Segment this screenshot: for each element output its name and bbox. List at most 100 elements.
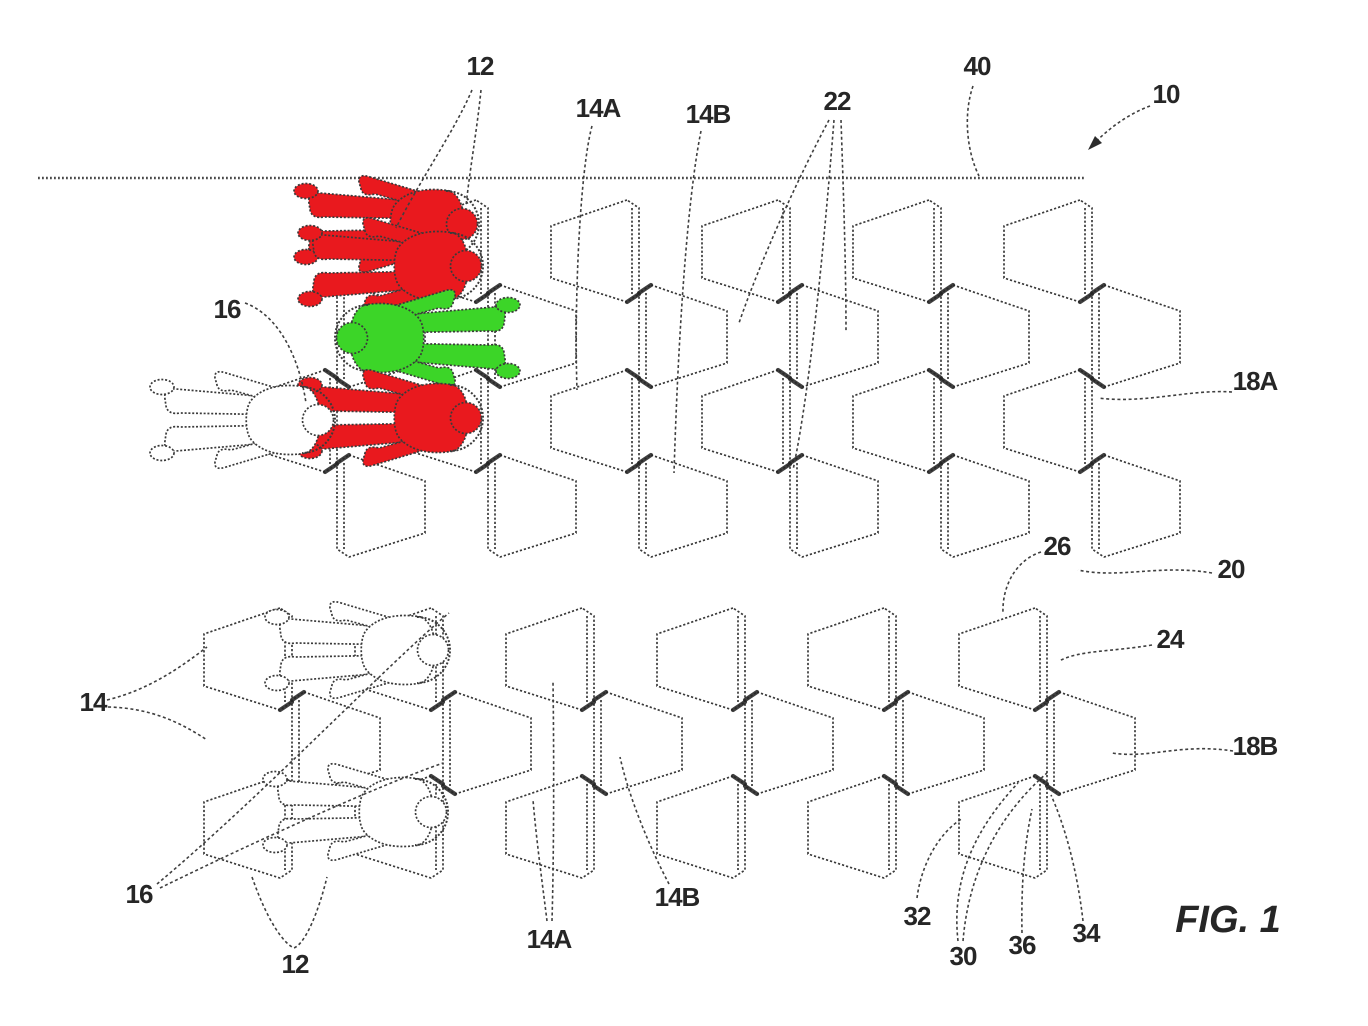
ref-label-18A: 18A — [1233, 366, 1279, 396]
ref-label-22-top: 22 — [824, 86, 851, 116]
seat-pod-hexagon — [487, 454, 577, 558]
pod-junction-mark — [334, 452, 352, 466]
seat-pod-hexagon — [701, 199, 791, 303]
ref-label-20: 20 — [1218, 554, 1245, 584]
pod-junction-mark — [893, 783, 911, 797]
leader-line-14B-top — [673, 130, 702, 474]
leader-line-34 — [1050, 794, 1084, 922]
ref-label-16-bottom: 16 — [126, 879, 153, 909]
passenger-seat-shell — [449, 384, 484, 452]
pod-junction-mark — [624, 291, 642, 305]
leader-line-12-top — [465, 89, 482, 207]
passenger-head — [449, 249, 483, 283]
pod-junction-mark — [1032, 699, 1050, 713]
passenger-seat-shell — [449, 232, 484, 300]
pod-junction-mark — [730, 773, 748, 787]
pod-junction-mark — [926, 367, 944, 381]
seat-pod-hexagon — [505, 607, 595, 711]
pod-junction-mark — [334, 376, 352, 390]
ref-label-10: 10 — [1153, 79, 1180, 109]
pod-junction-mark — [322, 461, 340, 475]
leader-line-26 — [1002, 551, 1042, 614]
pod-junction-mark — [787, 452, 805, 466]
leader-line-14A-top — [575, 125, 593, 391]
pod-junction-mark — [485, 282, 503, 296]
pod-junction-mark — [277, 699, 295, 713]
passenger-figure-green — [334, 288, 521, 388]
seat-column — [550, 199, 728, 558]
seat-column — [807, 607, 985, 879]
seat-pod-hexagon — [1003, 369, 1093, 473]
ref-label-14A-bottom: 14A — [527, 924, 573, 954]
leader-line-12-bottom — [251, 876, 328, 949]
seat-column — [852, 199, 1030, 558]
ref-label-12-top: 12 — [467, 51, 494, 81]
ref-label-40: 40 — [964, 51, 991, 81]
leader-line-22-top — [792, 119, 835, 471]
seat-pod-hexagon — [852, 369, 942, 473]
pod-junction-mark — [742, 689, 760, 703]
leader-line-32 — [916, 817, 964, 899]
seat-column — [656, 607, 834, 879]
ref-label-18B: 18B — [1233, 731, 1278, 761]
pod-junction-mark — [289, 689, 307, 703]
seat-pod-hexagon — [442, 691, 532, 795]
seat-pod-hexagon — [550, 369, 640, 473]
leader-line-30 — [962, 772, 1048, 942]
pod-junction-mark — [624, 367, 642, 381]
pod-junction-mark — [938, 282, 956, 296]
leader-line-10 — [1090, 105, 1151, 148]
seat-pod-hexagon — [336, 454, 426, 558]
pod-junction-mark — [591, 783, 609, 797]
seat-pod-hexagon — [638, 284, 728, 388]
pod-junction-mark — [579, 773, 597, 787]
seat-pod-hexagon — [744, 691, 834, 795]
pod-junction-mark — [1044, 689, 1062, 703]
leader-line-14A-bottom — [532, 799, 548, 922]
pod-junction-mark — [636, 282, 654, 296]
leader-line-14 — [107, 706, 208, 741]
pod-junction-mark — [881, 699, 899, 713]
ref-label-14: 14 — [80, 687, 108, 717]
leader-line-18B — [1111, 747, 1234, 756]
seat-pod-hexagon — [505, 775, 595, 879]
leader-line-40 — [966, 85, 980, 177]
pod-junction-mark — [938, 452, 956, 466]
pod-junction-mark — [1077, 291, 1095, 305]
seat-pod-hexagon — [1003, 199, 1093, 303]
passenger-foot — [495, 362, 521, 380]
pod-junction-mark — [473, 461, 491, 475]
passenger-head — [449, 401, 483, 435]
seat-pod-hexagon — [1091, 454, 1181, 558]
passenger-figure-white — [262, 762, 449, 862]
pod-junction-mark — [579, 699, 597, 713]
pod-junction-mark — [1077, 367, 1095, 381]
seat-pods-layer — [38, 176, 1181, 879]
leader-line-36 — [1021, 808, 1033, 934]
passenger-head — [301, 403, 335, 437]
pod-junction-mark — [591, 689, 609, 703]
leader-line-22-top — [738, 119, 830, 324]
pod-junction-mark — [926, 461, 944, 475]
seat-pod-hexagon — [550, 199, 640, 303]
pod-junction-mark — [1032, 773, 1050, 787]
pod-junction-mark — [473, 367, 491, 381]
ref-label-32: 32 — [904, 901, 931, 931]
passenger-foot — [297, 224, 323, 242]
ref-label-12-bottom: 12 — [282, 949, 309, 979]
pod-junction-mark — [485, 376, 503, 390]
ref-label-36: 36 — [1009, 930, 1036, 960]
passenger-head — [445, 207, 479, 241]
leader-lines-layer — [106, 85, 1234, 949]
passenger-foot — [264, 674, 290, 692]
leader-line-14A-bottom — [551, 681, 555, 922]
seat-column — [1003, 199, 1181, 558]
pod-junction-mark — [440, 689, 458, 703]
pod-junction-mark — [893, 689, 911, 703]
ref-label-14B-top: 14B — [686, 99, 731, 129]
pod-junction-mark — [440, 783, 458, 797]
passenger-foot — [149, 378, 175, 396]
seat-pod-hexagon — [701, 369, 791, 473]
seat-column — [701, 199, 879, 558]
